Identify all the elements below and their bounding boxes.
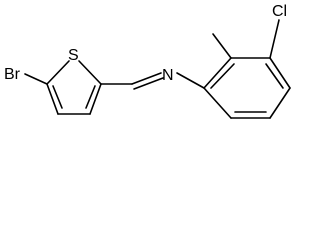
molecule-structure: Br S N Cl xyxy=(4,3,291,119)
thiophene-ring xyxy=(46,60,102,115)
sulfur-label: S xyxy=(68,47,79,64)
bond-a3-cl xyxy=(269,19,280,59)
bond-ch-n-double xyxy=(133,77,164,90)
bond-c2-c3-inner xyxy=(85,85,96,109)
bond-a4-a5 xyxy=(269,87,291,119)
bond-n-aryl xyxy=(176,72,205,89)
bond-c4-c5 xyxy=(46,83,59,115)
structure-canvas: Br S N Cl xyxy=(4,3,291,119)
bond-s-c2 xyxy=(78,60,102,85)
bond-c2-c3 xyxy=(89,83,102,115)
bromine-label: Br xyxy=(4,66,21,83)
bond-c5-s xyxy=(46,60,70,85)
bond-a3-a4-inner xyxy=(265,63,284,89)
bond-c5-br xyxy=(24,73,48,85)
bond-a1-a2-inner xyxy=(210,63,235,89)
nitrogen-label: N xyxy=(162,67,174,84)
chlorine-label: Cl xyxy=(272,3,287,20)
bond-c4-c5-inner xyxy=(52,85,63,109)
bond-a6-a1 xyxy=(203,87,232,119)
imine-linker xyxy=(100,72,205,90)
bond-ch-n xyxy=(131,72,162,85)
bond-a1-a2 xyxy=(203,57,232,89)
bond-a3-a4 xyxy=(269,57,291,89)
benzene-ring xyxy=(203,57,291,119)
bond-methyl xyxy=(212,33,232,59)
